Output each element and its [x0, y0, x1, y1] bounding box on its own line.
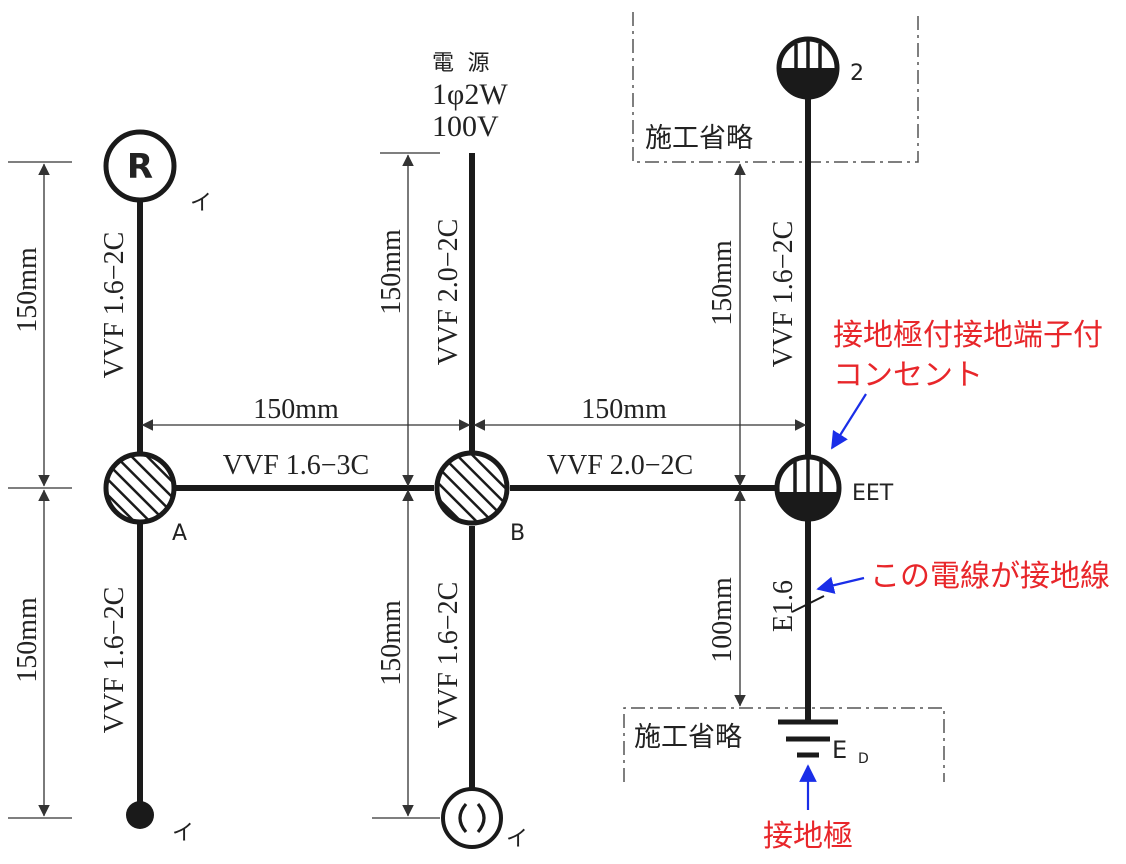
ground-wire-tick	[791, 595, 825, 613]
receptacle-r-label: R	[127, 147, 153, 187]
dim-b-to-eet: 150mm	[581, 394, 667, 425]
ground-label-main: E	[832, 736, 847, 764]
source-label-3: 100V	[432, 110, 499, 143]
switch-mark-3: イ	[506, 827, 528, 852]
dim-eet-upper: 150mm	[707, 240, 738, 326]
cable-eet-to-top: VVF 1.6−2C	[768, 221, 799, 367]
junction-box-a-label: A	[172, 521, 187, 546]
dim-left-upper: 150mm	[12, 247, 43, 333]
ceiling-outlet-symbol	[441, 787, 503, 849]
omit-label-top: 施工省略	[645, 123, 753, 153]
lamp-symbol	[126, 801, 154, 829]
cable-b-to-c: VVF 1.6−2C	[433, 582, 464, 728]
ground-label-sub: D	[858, 751, 869, 767]
dimension-lines	[8, 152, 807, 819]
outlet-top-number: 2	[850, 61, 864, 86]
annotation-arrows	[799, 393, 867, 810]
omit-box-bottom	[623, 707, 945, 782]
receptacle-r-symbol	[103, 129, 177, 203]
dim-left-lower: 150mm	[12, 597, 43, 683]
annotation-eet-title-2: コンセント	[833, 358, 983, 393]
source-label-2: 1φ2W	[432, 78, 508, 111]
eet-outlet-symbol	[774, 454, 842, 522]
outlet-top-symbol	[776, 36, 840, 100]
cable-source-to-b: VVF 2.0−2C	[433, 219, 464, 365]
arrow-to-ground-wire	[816, 576, 865, 594]
cable-ground-wire: E1.6	[768, 580, 799, 632]
annotation-eet-title-1: 接地極付接地端子付	[833, 318, 1103, 353]
cable-a-to-lamp: VVF 1.6−2C	[99, 587, 130, 733]
junction-box-b-label: B	[510, 521, 525, 546]
dim-eet-lower: 100mm	[707, 577, 738, 663]
omit-box-top	[632, 12, 919, 163]
junction-box-b	[434, 450, 510, 526]
switch-mark-1: イ	[190, 191, 212, 216]
wires	[137, 97, 811, 805]
arrow-to-eet	[831, 393, 867, 450]
junction-box-a	[103, 451, 177, 525]
cable-a-to-b: VVF 1.6−3C	[223, 450, 369, 481]
dim-b-lower: 150mm	[376, 600, 407, 686]
dim-a-to-b: 150mm	[253, 394, 339, 425]
ground-electrode-symbol	[778, 719, 838, 758]
eet-label: EET	[852, 481, 894, 506]
dim-b-upper: 150mm	[376, 229, 407, 315]
annotation-electrode: 接地極	[763, 819, 853, 854]
annotation-ground-wire: この電線が接地線	[870, 559, 1110, 594]
switch-mark-2: イ	[172, 821, 194, 846]
source-label-1: 電 源	[432, 50, 494, 75]
cable-r-to-a: VVF 1.6−2C	[99, 232, 130, 378]
cable-b-to-eet: VVF 2.0−2C	[547, 450, 693, 481]
omit-label-bottom: 施工省略	[634, 722, 742, 752]
